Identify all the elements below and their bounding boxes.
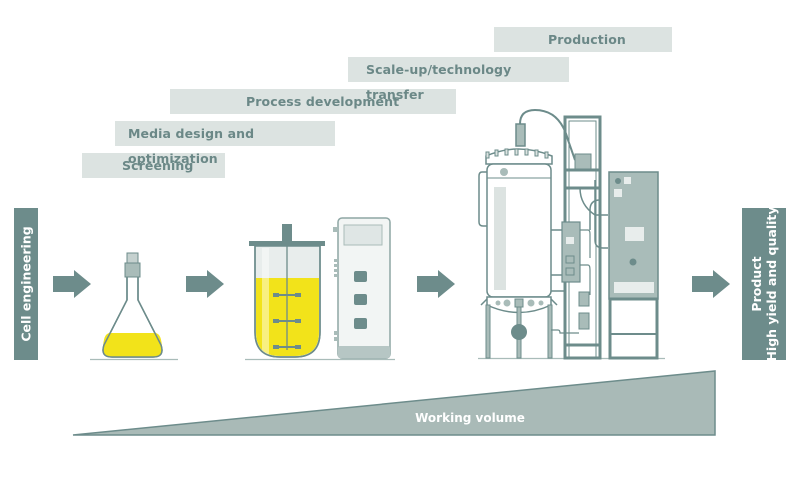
stage-label-production: Production — [494, 27, 672, 52]
arrow-right-icon — [417, 270, 455, 298]
stage-label-scale-up: Scale-up/technology transfer — [348, 57, 569, 102]
arrow-right-icon — [186, 270, 224, 298]
cell-engineering-box: Cell engineering — [14, 208, 38, 360]
stage-label-media-design: Media design and optimization — [115, 121, 335, 166]
arrow-right-icon — [53, 270, 91, 298]
working-volume-wedge — [72, 370, 716, 436]
controller-icon — [333, 217, 391, 359]
flask-icon — [90, 252, 178, 361]
stage-label-process-development: Process development — [170, 89, 456, 114]
steel-bioreactor-icon — [478, 108, 665, 360]
bioreactor-vessel-icon — [245, 224, 395, 361]
arrow-right-icon — [692, 270, 730, 298]
working-volume-label: Working volume — [415, 411, 525, 425]
product-box: Product High yield and quality — [742, 206, 786, 362]
stage-label-screening: Screening — [82, 153, 225, 178]
